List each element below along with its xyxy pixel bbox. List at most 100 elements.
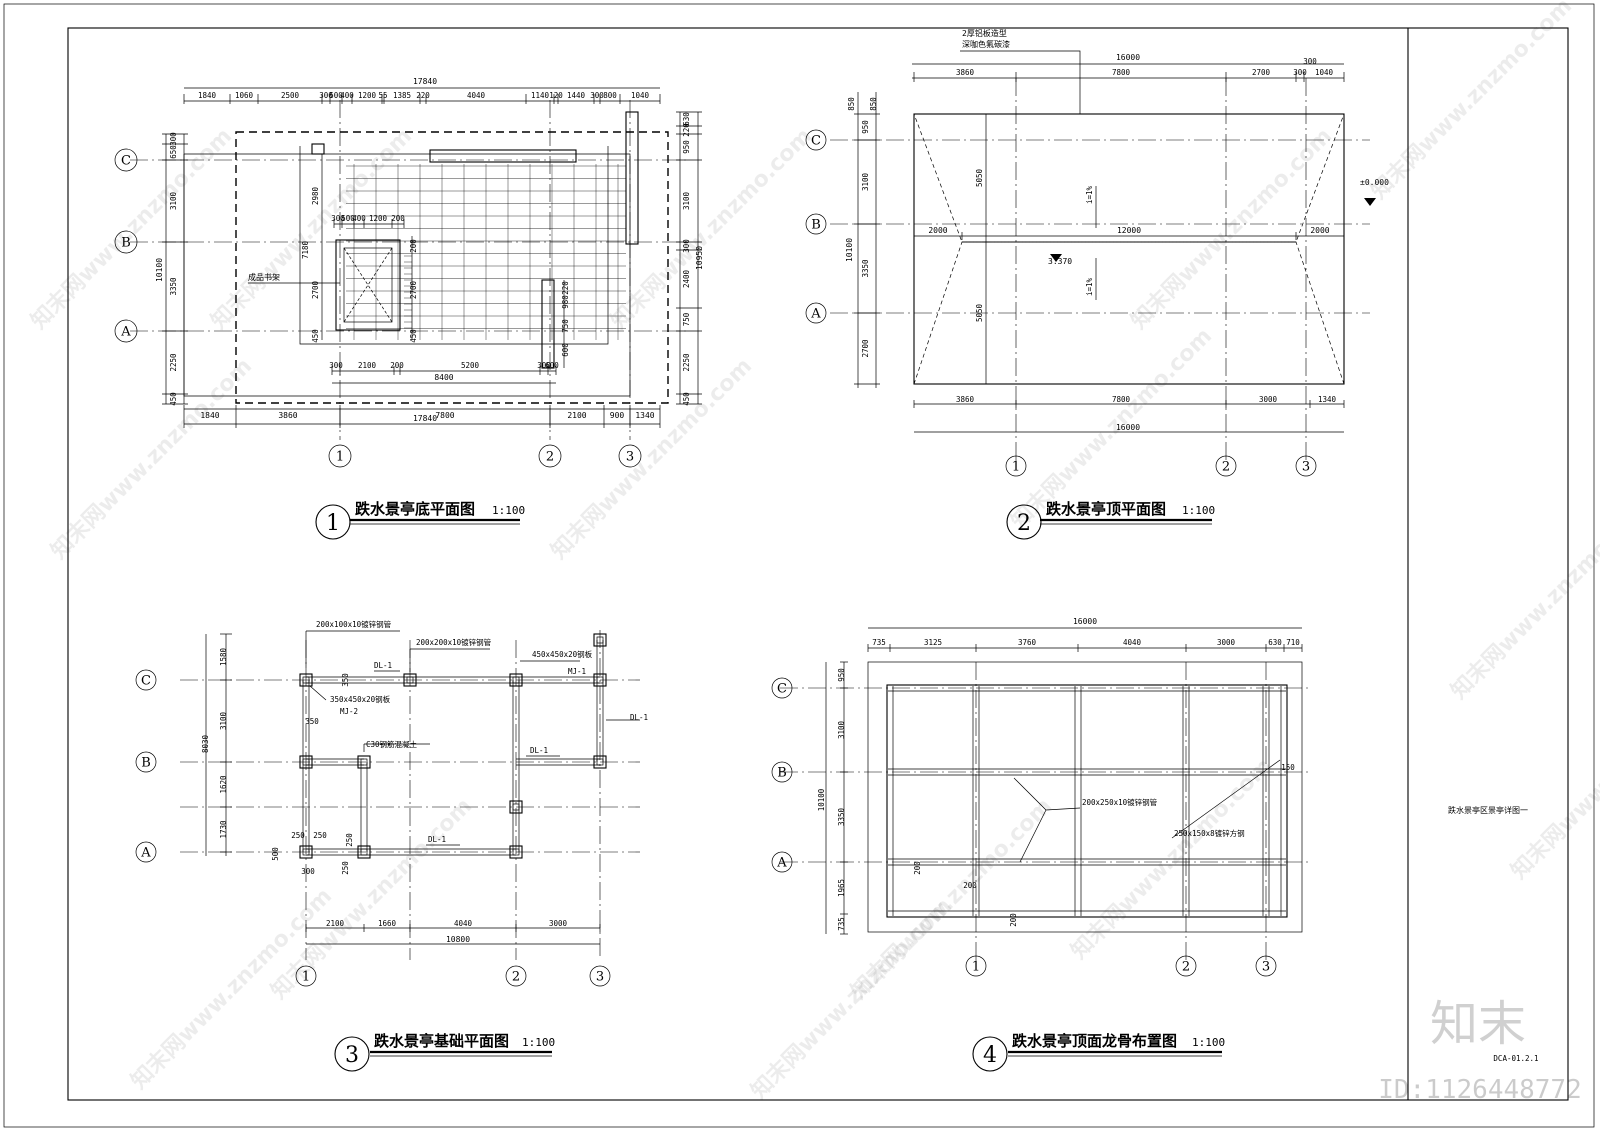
dim-label: 4040	[467, 91, 486, 100]
inner-border	[67, 27, 1569, 1101]
dim-label: 850	[847, 97, 856, 111]
grid-label: B	[777, 766, 787, 781]
dim-label: 630	[1268, 638, 1282, 647]
dim-label: 950	[837, 668, 846, 682]
dim-label: 7800	[1112, 395, 1131, 404]
dim-label: 1730	[219, 820, 228, 839]
grid-label: C	[141, 674, 151, 689]
dim-label: 850	[869, 97, 878, 111]
dim-top-small: 300	[1303, 57, 1317, 66]
dim-label: 300	[301, 867, 315, 876]
watermark: 知末网www.znzmo.com	[1066, 753, 1277, 964]
dim-label: 2000	[928, 226, 947, 235]
dim-label: 2700	[861, 339, 870, 358]
grid-bubble	[114, 230, 138, 254]
member-label: MJ-1	[568, 667, 586, 676]
watermark: 知末网www.znzmo.com	[1126, 123, 1337, 334]
dim-label: 200	[391, 214, 405, 223]
view-title: 跌水景亭顶平面图	[1046, 500, 1166, 518]
brand-logo: 知末	[1430, 996, 1526, 1052]
member-label: DL-1	[530, 746, 548, 755]
roof-outline	[235, 131, 669, 404]
dim-label: 980	[561, 295, 570, 309]
dim-label: 600	[545, 361, 559, 370]
watermark: 知末网www.znzmo.com	[746, 893, 957, 1104]
dim-label: 120	[549, 91, 563, 100]
dim-label: 500	[341, 214, 355, 223]
member-label: DL-1	[630, 713, 648, 722]
member-label: MJ-2	[340, 707, 358, 716]
dim-label: 250	[313, 831, 327, 840]
dim-label: 3860	[278, 411, 297, 420]
grid-bubble	[618, 444, 642, 468]
note-paint: 深咖色氟碳漆	[962, 39, 1010, 49]
grid-label: 3	[1302, 460, 1310, 475]
dim-label: 1200	[369, 214, 388, 223]
dim-label: 220	[561, 281, 570, 295]
dim-label: 750	[561, 319, 570, 333]
dim-label: 300	[1293, 68, 1307, 77]
dim-label: 3000	[549, 919, 568, 928]
dim-label: 2500	[281, 91, 300, 100]
dim-label: 2100	[358, 361, 377, 370]
outer-border	[3, 3, 1595, 1128]
dim-label: 450	[682, 392, 691, 406]
grid-bubble	[771, 851, 793, 873]
dim-label: 1660	[378, 919, 397, 928]
dim-label: 1060	[235, 91, 254, 100]
dim-label: 2100	[326, 919, 345, 928]
watermark: 知末网www.znzmo.com	[1446, 493, 1600, 704]
dim-label: 4040	[1123, 638, 1142, 647]
grid-label: 2	[1182, 960, 1190, 975]
dim-label: 350	[305, 717, 319, 726]
member-label: DL-1	[428, 835, 446, 844]
dim-label: 250	[345, 833, 354, 847]
dim-label: 450	[311, 329, 320, 343]
grid-label: C	[811, 134, 821, 149]
grid-bubble	[965, 955, 987, 977]
dim-label: 2980	[311, 186, 320, 205]
dim-label: 2250	[169, 353, 178, 372]
dim-label: 7180	[301, 240, 310, 259]
slope-lower: i=1%	[1085, 277, 1094, 296]
grid-bubble	[805, 302, 827, 324]
label-square-steel: 250x150x8镀锌方钢	[1174, 828, 1245, 838]
dim-label: 220	[682, 123, 691, 137]
grid-label: B	[811, 218, 821, 233]
grid-label: 2	[1222, 460, 1230, 475]
drawing-number: DCA-01.2.1	[1493, 1054, 1538, 1063]
dim-label: 630	[682, 112, 691, 126]
grid-bubble	[295, 965, 317, 987]
dim-label: 500	[329, 91, 343, 100]
member-labels: 200x100x10镀锌钢管200x200x10镀锌钢管450x450x20钢板…	[305, 619, 648, 846]
grid-label: 2	[546, 450, 554, 465]
dim-label: 3350	[169, 277, 178, 296]
dim-label: 7800	[1112, 68, 1131, 77]
dim-label: 450	[409, 329, 418, 343]
dim-label: 3350	[837, 807, 846, 826]
dim-label: 1620	[219, 775, 228, 794]
dim-label: 500	[271, 847, 280, 861]
dim-label: 710	[1286, 638, 1300, 647]
view-scale: 1:100	[1192, 1036, 1225, 1049]
watermark: 知末网www.znzmo.com	[266, 793, 477, 1004]
dim-label: 250	[291, 831, 305, 840]
dim-bottom-total: 10800	[446, 935, 470, 944]
dim-label: 3350	[861, 259, 870, 278]
view-number: 1	[326, 511, 340, 536]
dim-overall-top: 16000	[1073, 617, 1097, 626]
dim-label: 3100	[837, 720, 846, 739]
dim-label: 900	[610, 411, 625, 420]
grid-label: 1	[972, 960, 980, 975]
dim-label: 3000	[1259, 395, 1278, 404]
dim-label: 1440	[567, 91, 586, 100]
view-scale: 1:100	[522, 1036, 555, 1049]
